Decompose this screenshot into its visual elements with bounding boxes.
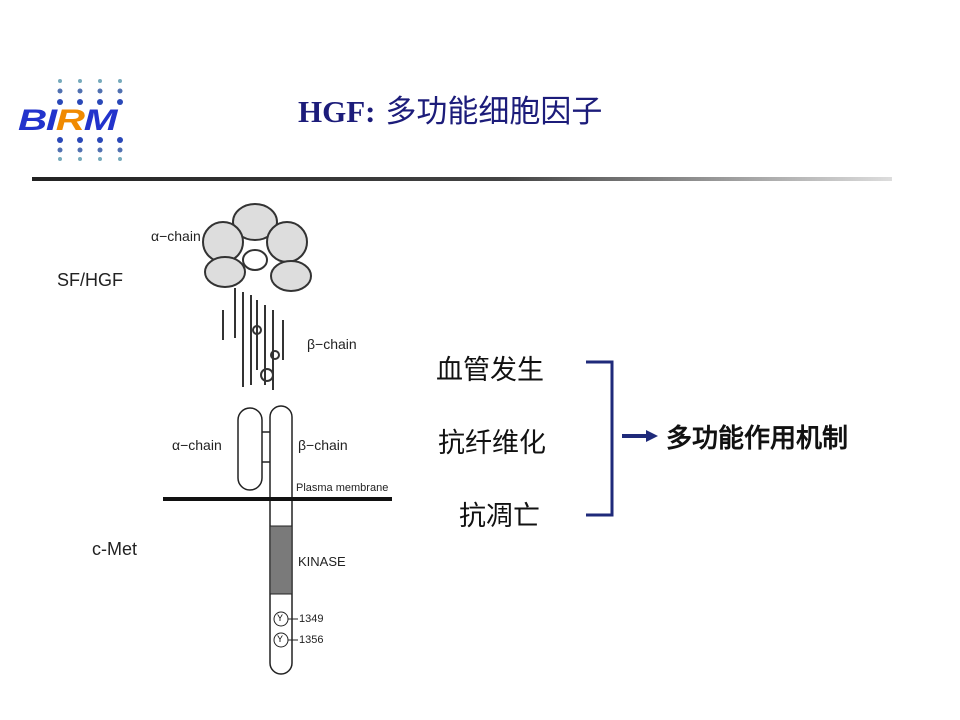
logo [0,60,200,180]
cmet-beta-chain-label: β−chain [298,437,348,453]
kinase-domain [269,525,293,595]
plasma-membrane-label: Plasma membrane [296,482,389,494]
multifunction-mechanism-label: 多功能作用机制 [666,424,849,454]
hgf-beta-chain-label: β−chain [307,336,357,352]
site-1356-label: 1356 [299,634,324,646]
title-divider [32,177,892,181]
hgf-alpha-chain-label: α−chain [151,228,201,244]
hgf-molecule-diagram [202,203,312,390]
tyrosine-symbol-2: Y [277,634,284,644]
logo-text: BIRM [18,104,117,137]
cmet-receptor-diagram [163,405,392,675]
cmet-label: c-Met [92,539,137,559]
cmet-alpha-chain-label: α−chain [172,437,222,453]
slide-title: HGF: 多功能细胞因子 [298,94,603,130]
function-antifibrosis: 抗纤维化 [438,428,546,459]
site-1349-label: 1349 [299,613,324,625]
function-angiogenesis: 血管发生 [436,355,544,386]
kinase-label: KINASE [298,554,346,569]
function-antiapoptosis: 抗凋亡 [459,501,540,532]
hgf-label: SF/HGF [57,270,123,290]
logo-dots-icon [57,79,123,161]
bracket-arrow-icon [586,360,658,517]
tyrosine-symbol-1: Y [277,613,284,623]
